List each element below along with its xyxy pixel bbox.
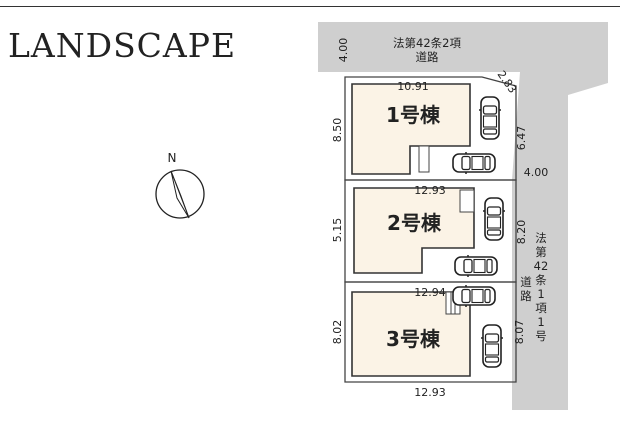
house-2-footprint [353, 187, 475, 274]
entrance-1 [418, 145, 430, 173]
house-1-footprint [351, 83, 471, 175]
north-compass: N [155, 151, 205, 219]
parked-car [478, 96, 502, 140]
right-road-char: 項 [535, 301, 547, 315]
lot-3-boundary [344, 281, 517, 383]
parked-car [480, 324, 504, 368]
top-road [318, 22, 608, 72]
lot-3-right-dim: 8.07 [513, 320, 526, 345]
lot-3-top-dim: 12.94 [414, 286, 446, 299]
top-road-width: 4.00 [337, 38, 350, 63]
right-road-char: 路 [520, 289, 532, 303]
north-label: N [168, 151, 177, 165]
house-3-label: 3号棟 [386, 327, 441, 351]
right-road [512, 72, 608, 410]
right-road-char: 法 [535, 231, 547, 245]
lot-3-bottom-dim: 12.93 [414, 386, 446, 399]
right-road-char: 第 [535, 245, 547, 259]
lot-1-top-dim: 10.91 [397, 80, 429, 93]
top-road-label-line2: 道路 [416, 50, 439, 64]
lot-2-right-dim: 8.20 [515, 220, 528, 245]
right-road-char: 条 [535, 273, 547, 287]
lot-1-left-dim: 8.50 [331, 118, 344, 143]
parked-car [452, 151, 496, 175]
right-road-char: 1 [537, 315, 544, 329]
lot-1-right-dim: 6.47 [515, 126, 528, 151]
header-rule [0, 6, 620, 7]
right-road-char: 号 [535, 329, 547, 343]
lot-3-left-dim: 8.02 [331, 320, 344, 345]
entrance-2 [459, 189, 475, 213]
parked-car [482, 197, 506, 241]
house-3-footprint [351, 291, 471, 377]
house-2-label: 2号棟 [387, 211, 442, 235]
house-1-label: 1号棟 [386, 103, 441, 127]
lot-1-boundary [344, 76, 517, 181]
lot-2-top-dim: 12.93 [414, 184, 446, 197]
right-road-char: 1 [537, 287, 544, 301]
parked-car [452, 284, 496, 308]
right-road-width: 4.00 [524, 166, 549, 179]
lot-2-left-dim: 5.15 [331, 218, 344, 243]
parked-car [454, 254, 498, 278]
page-title: LANDSCAPE [8, 26, 237, 65]
right-road-char: 道 [520, 275, 532, 289]
top-road-label-line1: 法第42条2項 [393, 36, 461, 50]
right-road-char: 42 [534, 259, 549, 273]
